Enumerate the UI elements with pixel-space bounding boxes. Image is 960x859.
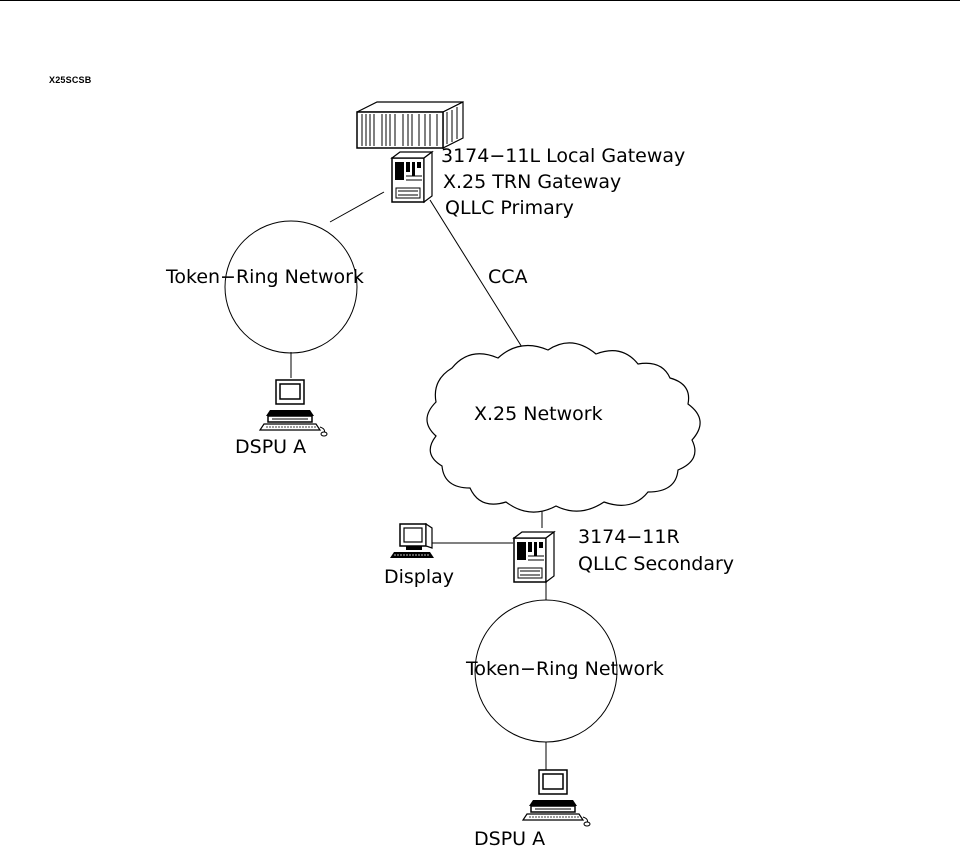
workstation-icon: [259, 379, 328, 437]
top-rule: [0, 0, 960, 1]
ring-top-label: Token−Ring Network: [165, 266, 364, 288]
cloud-icon: [426, 342, 701, 513]
gateway-label-line2: X.25 TRN Gateway: [443, 171, 621, 193]
gateway-label-line3: QLLC Primary: [445, 197, 574, 219]
ring-bottom-label: Token−Ring Network: [465, 658, 664, 680]
remote-label-line1: 3174−11R: [578, 526, 680, 548]
cca-label: CCA: [488, 266, 528, 288]
terminal-icon: [389, 523, 435, 559]
dspu-bottom-label: DSPU A: [474, 828, 545, 850]
controller-icon: [391, 151, 433, 203]
token-ring-top: [224, 220, 358, 354]
mainframe-icon: [356, 101, 464, 149]
remote-label-line2: QLLC Secondary: [578, 553, 734, 575]
link-gateway-ring-top: [329, 191, 385, 223]
figure-id: X25SCSB: [49, 75, 92, 85]
controller-icon: [513, 531, 555, 583]
link-cca: [429, 199, 526, 353]
workstation-icon: [522, 769, 591, 827]
display-label: Display: [384, 566, 454, 588]
gateway-label-line1: 3174−11L Local Gateway: [441, 145, 685, 167]
x25-network-label: X.25 Network: [474, 403, 603, 425]
token-ring-bottom: [474, 599, 618, 743]
dspu-top-label: DSPU A: [235, 436, 306, 458]
